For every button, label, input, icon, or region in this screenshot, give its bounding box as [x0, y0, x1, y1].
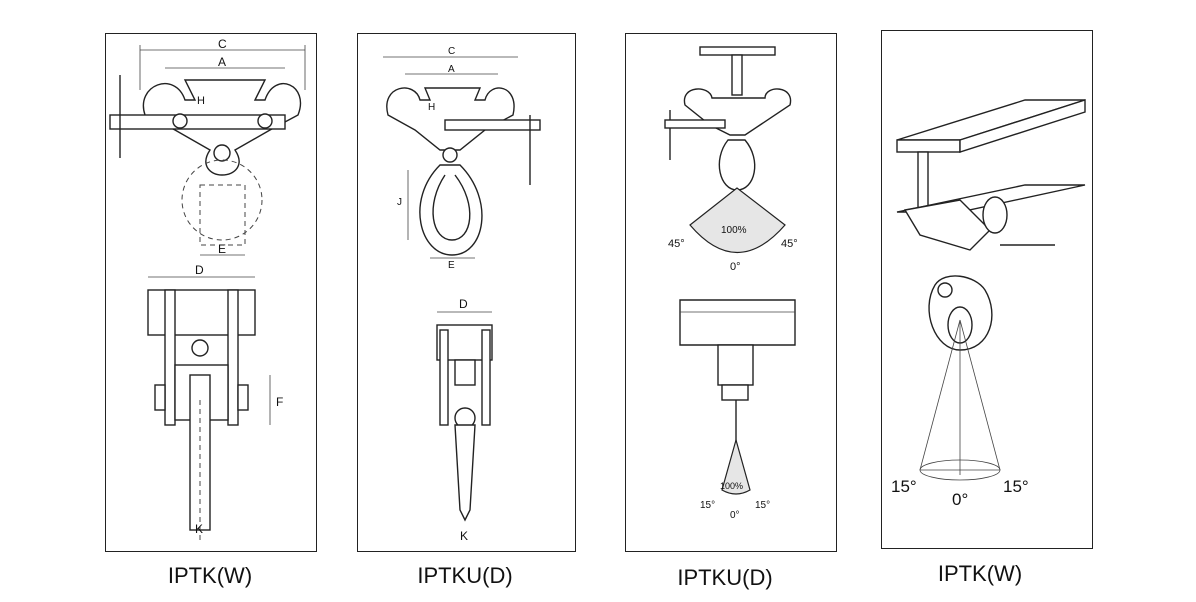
upper-angle-center: 0°	[730, 261, 741, 273]
iptku-d-wide-angle-view: 100% 45° 45° 0°	[664, 46, 798, 273]
lower-angle-center: 0°	[730, 510, 740, 521]
dim-label-f: F	[276, 395, 283, 409]
iptku-d-side-view: D K	[436, 297, 493, 543]
dim-label-h: H	[197, 95, 205, 107]
dim-label-e: E	[448, 260, 455, 271]
perspective-angle-right: 15°	[1003, 477, 1029, 496]
lower-percent-label: 100%	[720, 481, 743, 491]
upper-angle-right: 45°	[781, 238, 798, 250]
caption-panel-3: IPTKU(D)	[677, 565, 773, 590]
caption-panel-4: IPTK(W)	[937, 561, 1023, 586]
dim-label-h: H	[428, 102, 435, 113]
perspective-angle-center: 0°	[952, 490, 968, 509]
dim-label-k: K	[460, 529, 468, 543]
iptku-d-front-view: C A H J E	[383, 46, 541, 271]
dim-label-k: K	[195, 522, 203, 536]
caption-panel-1: IPTK(W)	[167, 563, 253, 588]
dim-label-a: A	[218, 55, 226, 69]
dim-label-c: C	[448, 46, 455, 57]
dim-label-e: E	[218, 242, 226, 256]
lower-angle-right: 15°	[755, 500, 770, 511]
upper-percent-label: 100%	[721, 225, 747, 236]
dim-label-a: A	[448, 64, 455, 75]
dim-label-c: C	[218, 37, 227, 51]
iptk-w-side-view: D F K	[147, 263, 283, 540]
caption-panel-2: IPTKU(D)	[417, 563, 513, 588]
dim-label-d: D	[459, 297, 468, 311]
perspective-angle-left: 15°	[891, 477, 917, 496]
iptku-d-narrow-angle-view: 100% 15° 15° 0°	[679, 299, 796, 521]
dim-label-j: J	[397, 197, 402, 208]
upper-angle-left: 45°	[668, 238, 685, 250]
iptk-w-perspective-view: 15° 0° 15°	[891, 99, 1086, 509]
lower-angle-left: 15°	[700, 500, 715, 511]
dim-label-d: D	[195, 263, 204, 277]
iptk-w-front-view: C A H E	[109, 37, 306, 256]
